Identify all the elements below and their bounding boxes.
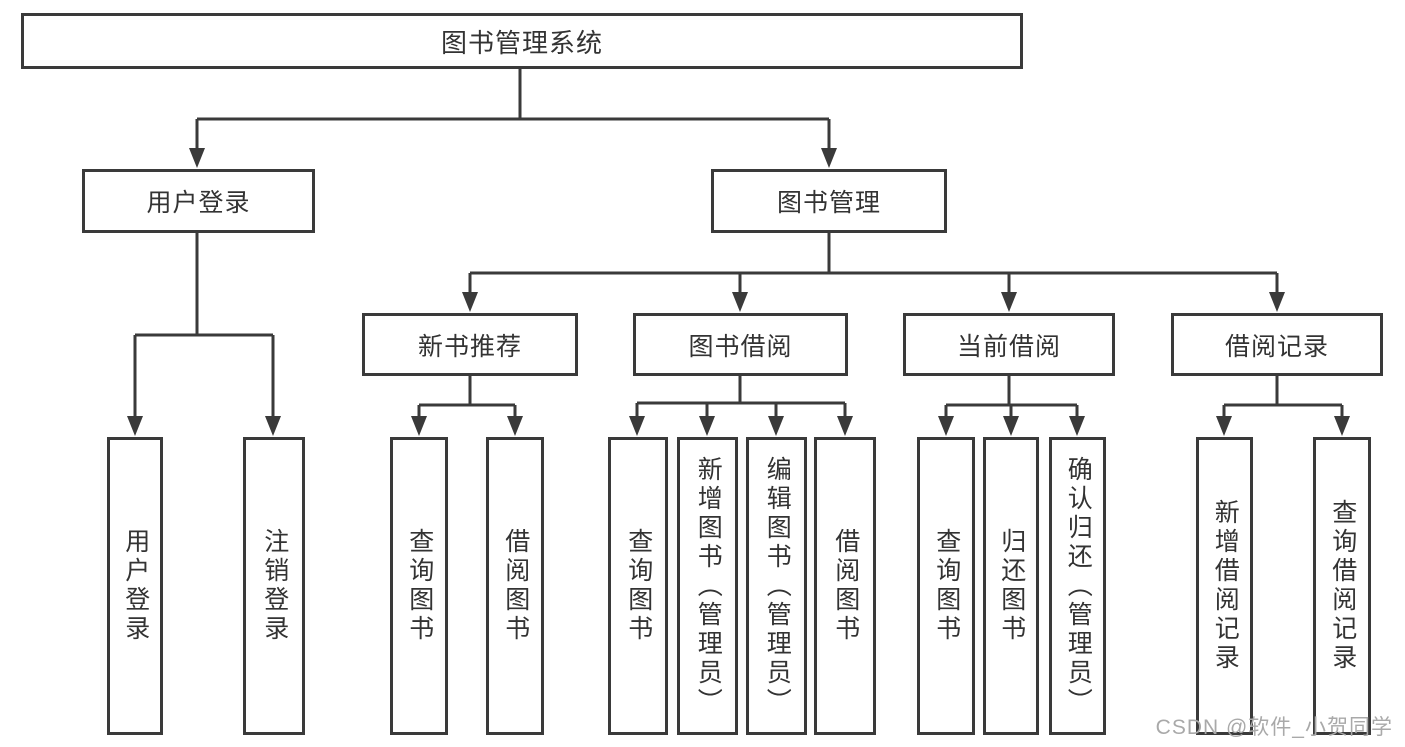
leaf-current-query-book: 查询图书 — [917, 437, 975, 735]
node-book-management-group: 图书管理 — [711, 169, 947, 233]
arrow-down-icon — [768, 416, 784, 436]
node-root: 图书管理系统 — [21, 13, 1023, 69]
leaf-current-confirm-return-admin: 确认归还（管理员） — [1049, 437, 1106, 735]
arrow-down-icon — [732, 292, 748, 312]
connector-mgmt-to-level3 — [468, 233, 1279, 294]
leaf-record-query-borrow-record: 查询借阅记录 — [1313, 437, 1371, 735]
arrow-down-icon — [265, 416, 281, 436]
connector-borrow-group — [635, 376, 847, 418]
node-new-book-recommend: 新书推荐 — [362, 313, 578, 376]
leaf-recommend-borrow-book: 借阅图书 — [486, 437, 544, 735]
node-user-login-group: 用户登录 — [82, 169, 315, 233]
arrow-down-icon — [1069, 416, 1085, 436]
watermark: CSDN @软件_小贺同学 — [1155, 716, 1393, 739]
leaf-user-login: 用户登录 — [107, 437, 163, 735]
node-current-borrow: 当前借阅 — [903, 313, 1115, 376]
leaf-record-add-borrow-record: 新增借阅记录 — [1196, 437, 1253, 735]
leaf-logout: 注销登录 — [243, 437, 305, 735]
arrow-down-icon — [411, 416, 427, 436]
connector-login-group — [133, 233, 275, 418]
arrow-down-icon — [699, 416, 715, 436]
arrow-down-icon — [1334, 416, 1350, 436]
arrow-down-icon — [462, 292, 478, 312]
node-book-borrow: 图书借阅 — [633, 313, 848, 376]
arrow-down-icon — [938, 416, 954, 436]
arrow-down-icon — [821, 148, 837, 168]
node-borrow-record: 借阅记录 — [1171, 313, 1383, 376]
arrow-down-icon — [837, 416, 853, 436]
arrow-down-icon — [189, 148, 205, 168]
leaf-current-return-book: 归还图书 — [983, 437, 1039, 735]
arrow-down-icon — [1269, 292, 1285, 312]
arrow-down-icon — [507, 416, 523, 436]
arrow-down-icon — [1001, 292, 1017, 312]
arrow-down-icon — [629, 416, 645, 436]
connector-record-group — [1222, 376, 1344, 418]
connector-root-to-level2 — [195, 69, 831, 150]
arrow-down-icon — [1216, 416, 1232, 436]
connector-recommend-group — [417, 376, 517, 418]
leaf-recommend-query-book: 查询图书 — [390, 437, 448, 735]
leaf-borrow-query-book: 查询图书 — [608, 437, 668, 735]
leaf-borrow-borrow-book: 借阅图书 — [814, 437, 876, 735]
connector-current-group — [944, 376, 1079, 418]
leaf-borrow-edit-book-admin: 编辑图书（管理员） — [746, 437, 807, 735]
arrow-down-icon — [127, 416, 143, 436]
leaf-borrow-add-book-admin: 新增图书（管理员） — [677, 437, 738, 735]
arrow-down-icon — [1003, 416, 1019, 436]
